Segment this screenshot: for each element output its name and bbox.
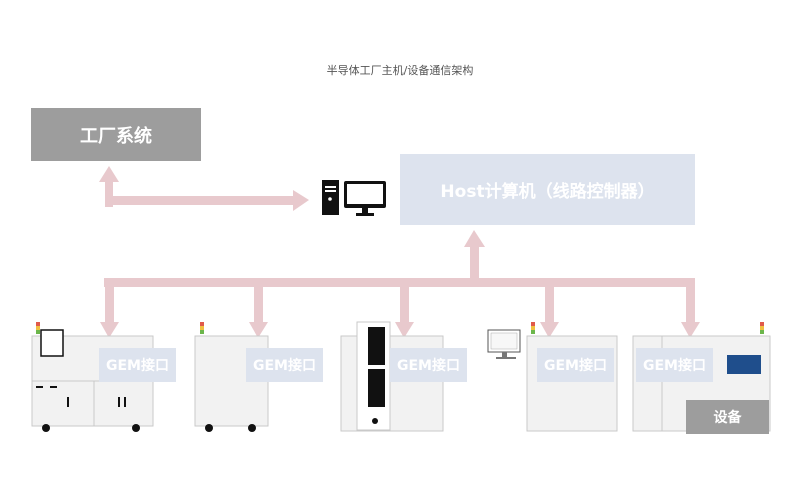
gem-interface-label: GEM接口 (643, 358, 706, 374)
gem-interface-4: GEM接口 (537, 348, 614, 382)
monitor-icon (344, 181, 386, 216)
gem-interface-3: GEM接口 (390, 348, 467, 382)
gem-interface-label: GEM接口 (106, 358, 169, 374)
computer-tower-icon (322, 180, 339, 215)
factory-system-label: 工厂系统 (80, 125, 152, 147)
gem-interface-2: GEM接口 (246, 348, 323, 382)
gem-interface-label: GEM接口 (397, 358, 460, 374)
host-computer-box: Host计算机（线路控制器） (400, 154, 695, 225)
gem-interface-1: GEM接口 (99, 348, 176, 382)
factory-host-connector (99, 166, 309, 211)
equipment-machine-1 (31, 322, 154, 432)
gem-interface-5: GEM接口 (636, 348, 713, 382)
diagram-caption: 半导体工厂主机/设备通信架构 (326, 64, 474, 77)
equipment-label: 设备 (713, 410, 742, 426)
factory-system-box: 工厂系统 (31, 108, 201, 161)
equipment-label-box: 设备 (686, 400, 769, 434)
host-computer-label: Host计算机（线路控制器） (440, 182, 655, 202)
gem-interface-label: GEM接口 (544, 358, 607, 374)
gem-interface-label: GEM接口 (253, 358, 316, 374)
host-gem-connector (100, 230, 700, 338)
